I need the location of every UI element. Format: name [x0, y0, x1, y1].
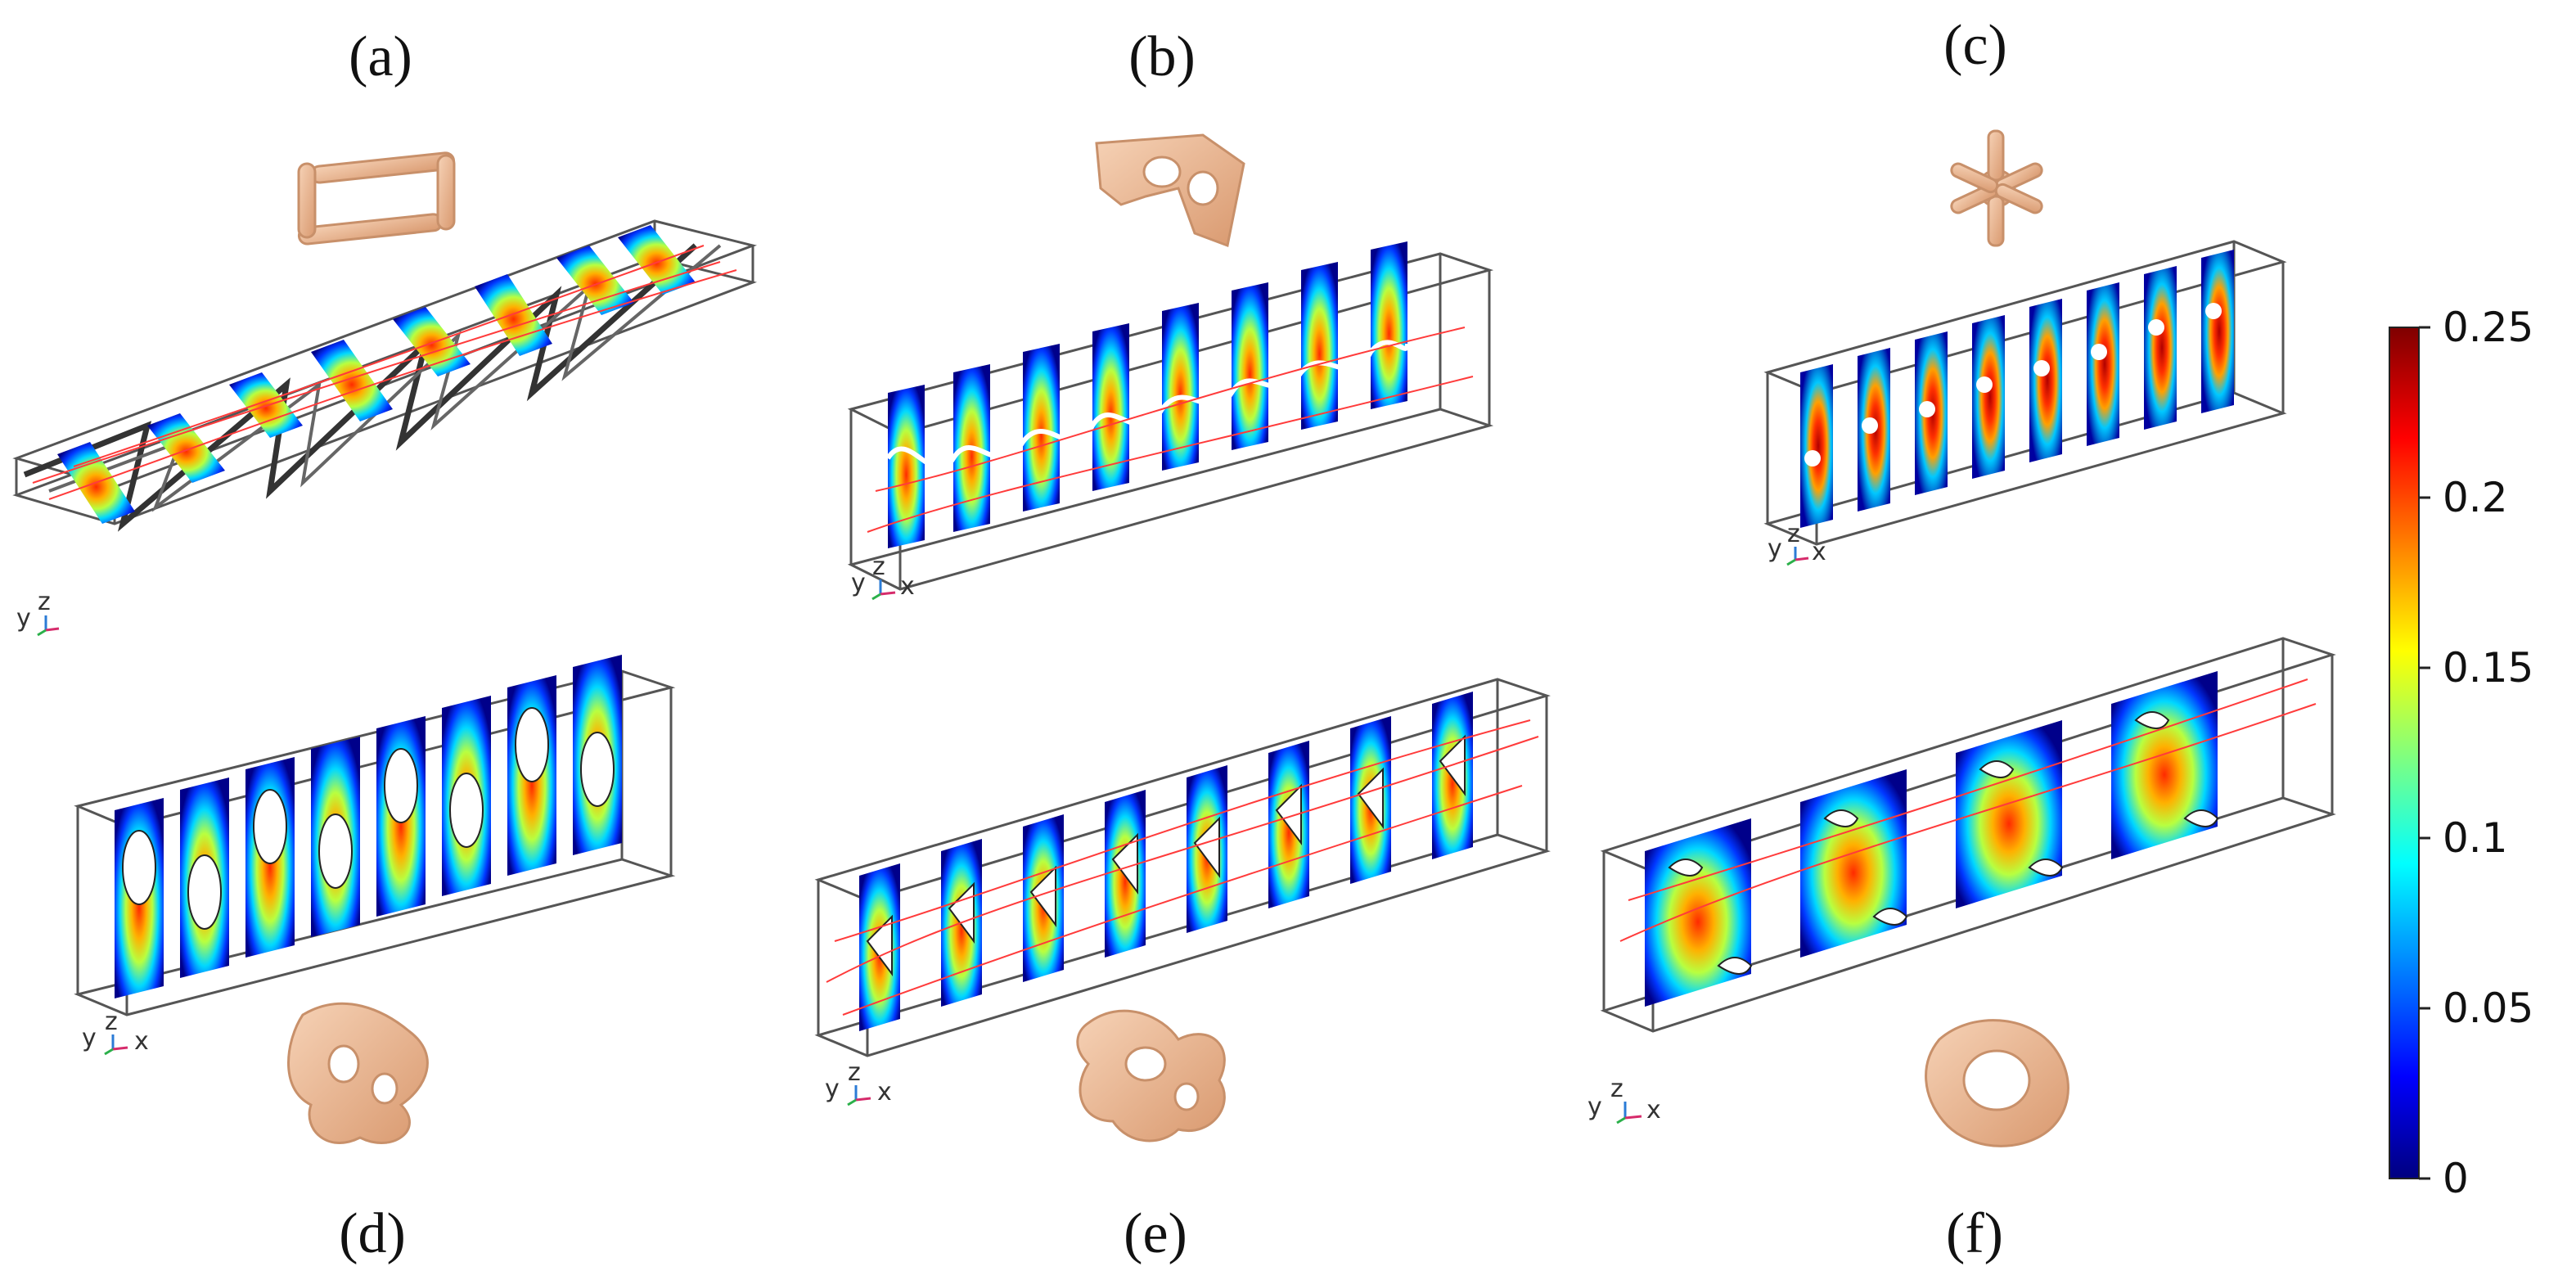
panel-d: y z x [74, 655, 676, 1144]
panel-c: y z x [1763, 129, 2287, 566]
streamlines-b [867, 327, 1474, 533]
axis-triad-z: z [1787, 520, 1800, 548]
colorbar-tick-label: 0.1 [2443, 814, 2508, 862]
unit-cell-a-icon [297, 151, 456, 246]
axis-triad-a: y z [16, 588, 60, 637]
holes-c [1804, 303, 2222, 466]
unit-cell-f-icon [1925, 1019, 2069, 1147]
slices-f [1645, 671, 2218, 1007]
axis-triad-x: x [900, 572, 915, 601]
colorbar-gradient [2389, 327, 2420, 1179]
panel-label-e: (e) [1124, 1202, 1187, 1265]
axis-triad-y: y [851, 569, 866, 597]
axis-triad-y: y [82, 1024, 97, 1052]
slices-c [1800, 250, 2234, 528]
streamlines-f [1619, 678, 2317, 942]
axis-triad-x: x [1812, 538, 1826, 566]
colorbar-tick-label: 0 [2443, 1155, 2469, 1202]
axis-triad-x: x [1646, 1096, 1661, 1125]
axis-triad-c: y z x [1768, 520, 1826, 566]
panel-a: y z [12, 151, 758, 637]
axis-triad-f: y z x [1587, 1075, 1661, 1125]
colorbar-tick-label: 0.2 [2443, 474, 2508, 521]
axis-triad-b: y z x [851, 552, 915, 601]
axis-triad-y: y [1768, 534, 1782, 563]
channel-f [1600, 637, 2336, 1033]
colorbar: 0.25 0.2 0.15 0.1 0.05 0 [2389, 304, 2533, 1202]
panel-e: y z x [814, 678, 1551, 1143]
panel-label-b: (b) [1128, 25, 1196, 88]
panel-label-c: (c) [1943, 14, 2007, 77]
unit-cell-c-icon [1950, 129, 2043, 247]
axis-triad-y: y [16, 604, 31, 633]
streamlines-a [32, 245, 737, 500]
axis-triad-y: y [825, 1075, 840, 1103]
colorbar-tick-label: 0.15 [2443, 644, 2533, 692]
axis-triad-y: y [1587, 1093, 1602, 1121]
holes-d [122, 707, 615, 930]
slices-d [115, 655, 622, 998]
wavy-walls-b [885, 340, 1410, 471]
axis-triad-x: x [877, 1078, 892, 1106]
holes-e [866, 734, 1466, 976]
panel-labels: (a) (b) (c) (d) (e) (f) [339, 14, 2007, 1265]
axis-triad-z: z [1610, 1075, 1624, 1103]
axis-triad-e: y z x [825, 1058, 892, 1106]
slices-a [57, 225, 696, 524]
unit-cell-b-icon [1095, 133, 1245, 248]
panel-f: y z x [1587, 637, 2336, 1147]
axis-triad-x: x [134, 1027, 149, 1056]
holes-f [1668, 711, 2219, 975]
unit-cell-d-icon [287, 1002, 429, 1144]
axis-triad-z: z [105, 1007, 118, 1036]
colorbar-ticks [2419, 326, 2430, 1180]
colorbar-tick-label: 0.25 [2443, 304, 2533, 351]
axis-triad-z: z [848, 1058, 861, 1087]
axis-triad-d: y z x [82, 1007, 149, 1056]
panel-label-a: (a) [349, 25, 412, 88]
panel-label-d: (d) [339, 1202, 406, 1265]
colorbar-tick-label: 0.05 [2443, 985, 2533, 1032]
slices-e [859, 692, 1473, 1031]
panel-label-f: (f) [1946, 1202, 2003, 1265]
axis-triad-z: z [38, 588, 51, 616]
streamlines-e [826, 719, 1539, 1016]
panel-b: y z x [847, 133, 1494, 601]
unit-cell-e-icon [1076, 1009, 1226, 1143]
axis-triad-z: z [872, 552, 885, 581]
